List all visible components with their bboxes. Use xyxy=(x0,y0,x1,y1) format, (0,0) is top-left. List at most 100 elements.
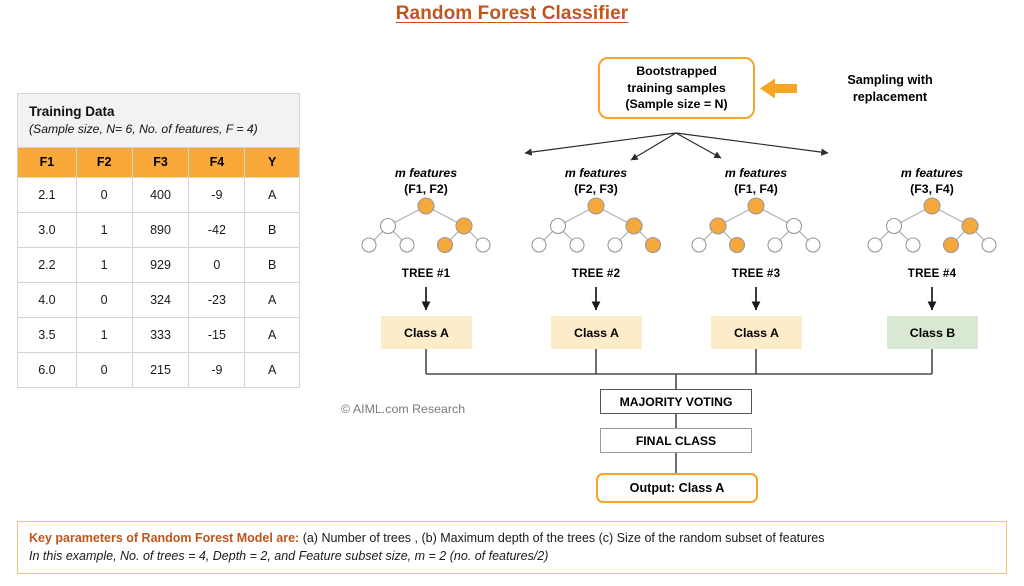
tree-node-leaf xyxy=(399,237,415,253)
tree-node-leaf xyxy=(531,237,547,253)
sampling-arrow-icon xyxy=(760,78,797,99)
bootstrap-line-1: Bootstrapped xyxy=(636,64,717,79)
sampling-line-1: Sampling with xyxy=(847,73,933,87)
tree-1-m-features: m features xyxy=(394,166,458,180)
table-row: 6.0 0 215 -9 A xyxy=(17,351,300,388)
table-row: 2.1 0 400 -9 A xyxy=(17,176,300,213)
tree-node xyxy=(785,217,803,235)
decision-tree-2 xyxy=(531,197,662,254)
cell-f2: 0 xyxy=(75,176,133,213)
cell-f3: 929 xyxy=(131,246,190,283)
table-caption-row: Training Data (Sample size, N= 6, No. of… xyxy=(17,93,300,148)
bootstrap-line-2: training samples xyxy=(627,80,726,95)
tree-3-label: TREE #3 xyxy=(731,267,781,280)
tree-node-leaf xyxy=(942,236,960,254)
tree-node-leaf xyxy=(475,237,491,253)
training-data-table: Training Data (Sample size, N= 6, No. of… xyxy=(17,93,300,388)
decision-tree-1 xyxy=(361,197,491,254)
cell-f1: 4.0 xyxy=(17,281,77,318)
tree-node-leaf xyxy=(805,237,821,253)
tree-node xyxy=(455,217,473,235)
tree-4-m-features: m features xyxy=(900,166,964,180)
bootstrap-line-3: (Sample size = N) xyxy=(625,97,728,112)
tree-3-vote-box: Class A xyxy=(711,316,802,349)
tree-node-leaf xyxy=(644,236,662,254)
sampling-line-2: replacement xyxy=(852,89,928,104)
tree-node-leaf xyxy=(867,237,883,253)
cell-f4: -9 xyxy=(188,351,246,388)
cell-y: B xyxy=(244,211,300,248)
key-parameters-note: Key parameters of Random Forest Model ar… xyxy=(17,521,1007,575)
cell-f4: -9 xyxy=(188,176,246,213)
tree-3-m-features: m features xyxy=(724,166,788,180)
tree-node-leaf xyxy=(728,236,746,254)
table-caption-title: Training Data xyxy=(29,104,115,119)
cell-f4: -23 xyxy=(188,281,246,318)
voting-bus-connectors xyxy=(425,349,933,473)
cell-f2: 1 xyxy=(75,246,133,283)
table-header-row: F1 F2 F3 F4 Y xyxy=(17,146,300,178)
sampling-with-replacement-label: Sampling with replacement xyxy=(800,72,980,105)
cell-f1: 2.2 xyxy=(17,246,77,283)
cell-f4: 0 xyxy=(188,246,246,283)
cell-f3: 215 xyxy=(131,351,190,388)
cell-f3: 400 xyxy=(131,176,190,213)
table-header-y: Y xyxy=(244,146,300,178)
tree-node-root xyxy=(923,197,941,215)
tree-4-vote-box: Class B xyxy=(887,316,978,349)
tree-node-leaf xyxy=(361,237,377,253)
table-header-f3: F3 xyxy=(131,146,190,178)
decision-tree-3 xyxy=(691,197,821,254)
cell-f1: 3.5 xyxy=(17,316,77,353)
tree-node xyxy=(961,217,979,235)
tree-node-leaf xyxy=(767,237,783,253)
tree-node xyxy=(709,217,727,235)
table-row: 3.5 1 333 -15 A xyxy=(17,316,300,353)
tree-3-features-label: m features (F1, F4) xyxy=(681,166,831,198)
bootstrap-fanout-arrows xyxy=(524,132,829,161)
cell-f4: -42 xyxy=(188,211,246,248)
tree-1-subset: (F1, F2) xyxy=(404,181,448,196)
tree-node xyxy=(625,217,643,235)
table-row: 3.0 1 890 -42 B xyxy=(17,211,300,248)
tree-1-label: TREE #1 xyxy=(401,267,451,280)
final-class-box: FINAL CLASS xyxy=(600,428,752,453)
tree-node-root xyxy=(417,197,435,215)
tree-node-leaf xyxy=(905,237,921,253)
tree-node-root xyxy=(747,197,765,215)
tree-2-label: TREE #2 xyxy=(571,267,621,280)
tree-node xyxy=(379,217,397,235)
page-title: Random Forest Classifier xyxy=(395,3,629,24)
table-caption-subtitle: (Sample size, N= 6, No. of features, F =… xyxy=(29,121,258,136)
decision-tree-4 xyxy=(867,197,997,254)
tree-node-leaf xyxy=(607,237,623,253)
cell-y: A xyxy=(244,176,300,213)
tree-2-m-features: m features xyxy=(564,166,628,180)
tree-4-features-label: m features (F3, F4) xyxy=(857,166,1007,198)
tree-to-vote-arrows xyxy=(421,287,937,311)
bootstrapped-samples-box: Bootstrapped training samples (Sample si… xyxy=(598,57,755,119)
tree-node-leaf xyxy=(981,237,997,253)
tree-2-features-label: m features (F2, F3) xyxy=(521,166,671,198)
cell-y: A xyxy=(244,281,300,318)
credit-text: © AIML.com Research xyxy=(341,402,466,416)
output-class-box: Output: Class A xyxy=(596,473,758,503)
tree-2-vote-box: Class A xyxy=(551,316,642,349)
cell-f3: 333 xyxy=(131,316,190,353)
table-header-f4: F4 xyxy=(188,146,246,178)
cell-f2: 1 xyxy=(75,316,133,353)
cell-y: A xyxy=(244,351,300,388)
cell-f3: 890 xyxy=(131,211,190,248)
tree-1-features-label: m features (F1, F2) xyxy=(351,166,501,198)
cell-f2: 0 xyxy=(75,351,133,388)
tree-3-subset: (F1, F4) xyxy=(734,181,778,196)
tree-4-subset: (F3, F4) xyxy=(910,181,954,196)
key-parameters-line-2: In this example, No. of trees = 4, Depth… xyxy=(29,549,549,564)
tree-node xyxy=(549,217,567,235)
cell-f1: 3.0 xyxy=(17,211,77,248)
tree-1-vote-box: Class A xyxy=(381,316,472,349)
table-header-f1: F1 xyxy=(17,146,77,178)
key-parameters-label: Key parameters of Random Forest Model ar… xyxy=(29,531,300,545)
